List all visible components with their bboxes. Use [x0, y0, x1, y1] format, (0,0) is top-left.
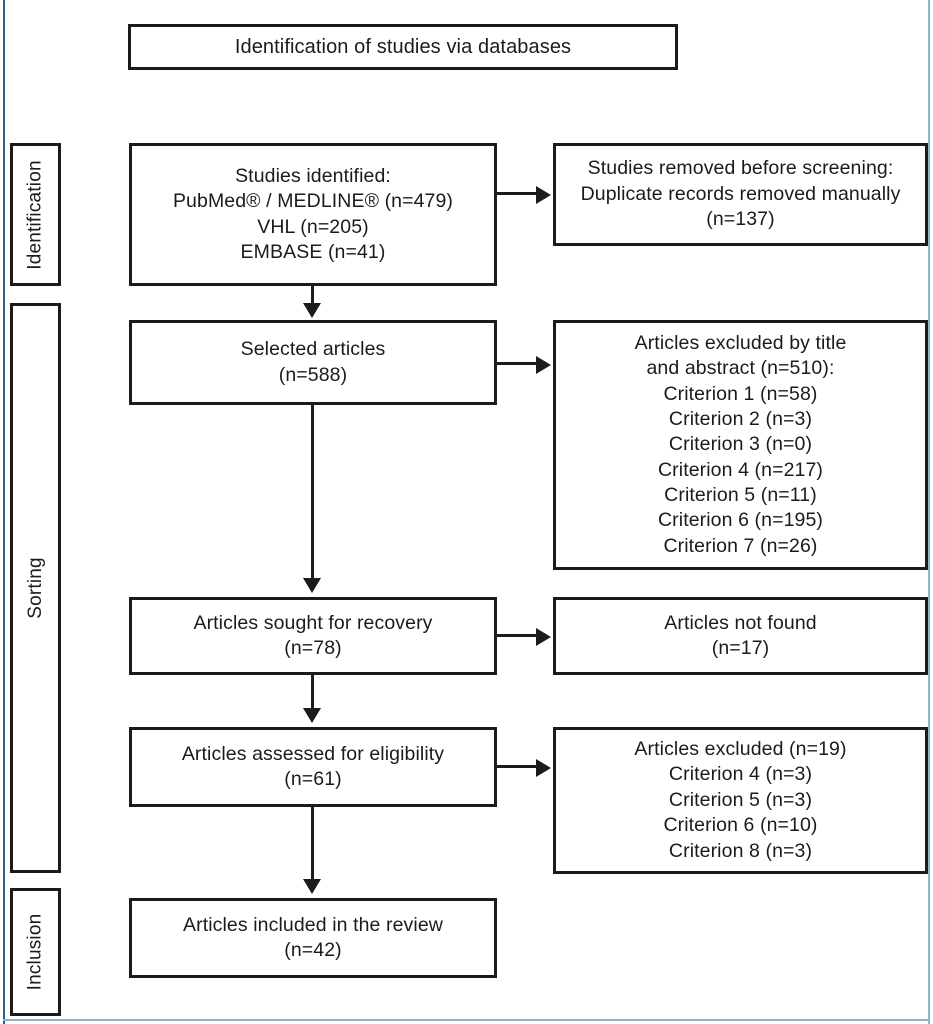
arrowhead-right-to-removed — [536, 186, 551, 204]
articles-not-found-lines: Articles not found (n=17) — [564, 611, 917, 662]
diagram-title: Identification of studies via databases — [234, 36, 572, 58]
articles-included-box: Articles included in the review (n=42) — [129, 898, 497, 978]
text-line: Criterion 5 (n=3) — [668, 788, 813, 811]
arrowhead-right-to-excluded-title — [536, 356, 551, 374]
text-line: Articles sought for recovery — [193, 611, 433, 634]
text-line: Criterion 8 (n=3) — [668, 839, 813, 862]
text-line: (n=137) — [706, 208, 775, 231]
text-line: Articles excluded (n=19) — [634, 738, 847, 761]
text-line: Criterion 6 (n=10) — [663, 814, 818, 837]
articles-not-found-box: Articles not found (n=17) — [553, 597, 928, 675]
stage-label-inclusion-text: Inclusion — [24, 913, 46, 991]
arrowhead-down-to-sought — [303, 578, 321, 593]
stage-label-identification-text: Identification — [24, 159, 46, 270]
studies-identified-box: Studies identified: PubMed® / MEDLINE® (n… — [129, 143, 497, 286]
text-line: Criterion 4 (n=217) — [657, 458, 824, 481]
text-line: (n=42) — [284, 939, 342, 961]
text-line: EMBASE (n=41) — [240, 240, 386, 263]
text-line: Criterion 1 (n=58) — [663, 382, 818, 405]
articles-sought-lines: Articles sought for recovery (n=78) — [140, 611, 486, 662]
text-line: Duplicate records removed manually — [580, 182, 901, 205]
connector-identified-to-selected — [311, 286, 314, 305]
arrowhead-down-to-included — [303, 879, 321, 894]
text-line: (n=78) — [284, 637, 342, 659]
selected-articles-lines: Selected articles(n=588) — [140, 337, 486, 388]
text-line: Articles included in the review — [183, 913, 443, 936]
diagram-title-box: Identification of studies via databases — [128, 24, 678, 70]
connector-assessed-to-included — [311, 807, 314, 881]
frame-rule-left — [3, 0, 5, 1024]
text-line: (n=61) — [284, 768, 342, 790]
connector-selected-to-excluded-title — [497, 362, 538, 365]
text-line: and abstract (n=510): — [646, 357, 835, 380]
text-line: PubMed® / MEDLINE® (n=479) — [172, 190, 454, 213]
connector-identified-to-removed — [497, 192, 538, 195]
text-line: Studies identified: — [235, 164, 391, 187]
connector-selected-to-sought — [311, 405, 314, 580]
articles-excluded-eligibility-box: Articles excluded (n=19)Criterion 4 (n=3… — [553, 727, 928, 874]
connector-sought-to-assessed — [311, 675, 314, 710]
selected-articles-box: Selected articles(n=588) — [129, 320, 497, 405]
text-line: Criterion 6 (n=195) — [657, 509, 824, 532]
articles-assessed-box: Articles assessed for eligibility (n=61) — [129, 727, 497, 807]
arrowhead-right-to-not-found — [536, 628, 551, 646]
studies-removed-lines: Studies removed before screening:Duplica… — [564, 156, 917, 232]
articles-excluded-title-abstract-lines: Articles excluded by title and abstract (… — [564, 331, 917, 559]
connector-assessed-to-excluded-eligibility — [497, 765, 538, 768]
text-line: (n=588) — [278, 363, 348, 386]
text-line: VHL (n=205) — [257, 215, 369, 238]
arrowhead-down-to-assessed — [303, 708, 321, 723]
arrowhead-down-to-selected — [303, 303, 321, 318]
text-line: Criterion 5 (n=11) — [664, 484, 817, 507]
text-line: Studies removed before screening: — [587, 157, 894, 180]
articles-assessed-lines: Articles assessed for eligibility (n=61) — [140, 742, 486, 793]
stage-label-sorting-text: Sorting — [24, 557, 46, 619]
stage-label-sorting: Sorting — [10, 303, 61, 873]
frame-rule-bottom — [3, 1019, 930, 1021]
text-line: Articles excluded by title — [634, 331, 847, 354]
frame-rule-right — [928, 0, 930, 1024]
text-line: Criterion 4 (n=3) — [668, 763, 813, 786]
text-line: (n=17) — [711, 637, 770, 659]
studies-removed-box: Studies removed before screening:Duplica… — [553, 143, 928, 246]
articles-included-lines: Articles included in the review (n=42) — [140, 913, 486, 964]
connector-sought-to-not-found — [497, 634, 538, 637]
stage-label-identification: Identification — [10, 143, 61, 286]
text-line: Criterion 3 (n=0) — [668, 433, 813, 456]
articles-excluded-title-abstract-box: Articles excluded by title and abstract (… — [553, 320, 928, 570]
stage-label-inclusion: Inclusion — [10, 888, 61, 1016]
articles-sought-box: Articles sought for recovery (n=78) — [129, 597, 497, 675]
text-line: Criterion 2 (n=3) — [668, 407, 813, 430]
text-line: Criterion 7 (n=26) — [663, 534, 818, 557]
arrowhead-right-to-excluded-eligibility — [536, 759, 551, 777]
text-line: Articles not found — [664, 611, 817, 634]
studies-identified-lines: Studies identified: PubMed® / MEDLINE® (n… — [140, 164, 486, 265]
text-line: Articles assessed for eligibility — [181, 742, 445, 765]
articles-excluded-eligibility-lines: Articles excluded (n=19)Criterion 4 (n=3… — [564, 737, 917, 864]
text-line: Selected articles — [240, 338, 386, 361]
